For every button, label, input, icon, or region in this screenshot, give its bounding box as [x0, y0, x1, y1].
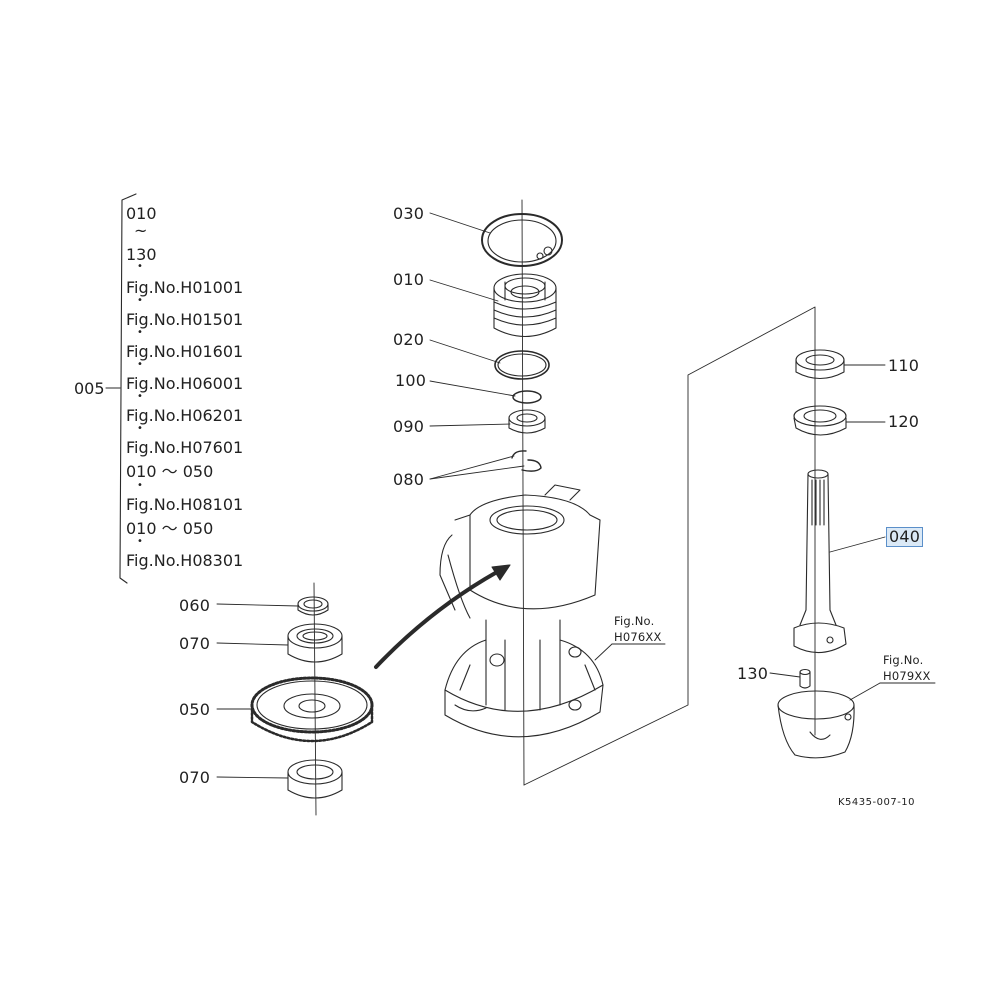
drawing-code: K5435-007-10	[838, 797, 916, 808]
callout-070-upper[interactable]: 070	[179, 634, 211, 653]
callout-050[interactable]: 050	[179, 700, 211, 719]
fig-ref-housing-line2[interactable]: H076XX	[614, 630, 662, 644]
part-050-gear[interactable]	[250, 676, 374, 743]
part-070-bearing-upper[interactable]	[287, 623, 343, 663]
fig-ref-cup-line1[interactable]: Fig.No.	[883, 653, 924, 667]
group-line[interactable]: Fig.No.H06201	[126, 406, 244, 425]
part-130-pin[interactable]	[799, 668, 811, 689]
housing-assembly	[439, 484, 604, 738]
group-line: 010 ～ 050	[126, 519, 214, 538]
callout-130[interactable]: 130	[737, 664, 769, 683]
callout-120[interactable]: 120	[888, 412, 920, 431]
cup-housing	[777, 690, 855, 759]
part-070-bearing-lower[interactable]	[287, 759, 343, 799]
bullet-dot: •	[137, 423, 143, 434]
group-line[interactable]: Fig.No.H01601	[126, 342, 244, 361]
bullet-dot: •	[137, 261, 143, 272]
explode-guide-line	[523, 306, 816, 786]
part-040-shaft[interactable]	[793, 469, 847, 654]
group-line: 010	[126, 204, 157, 223]
part-020-o-ring[interactable]	[494, 350, 550, 380]
callout-010[interactable]: 010	[393, 270, 425, 289]
callout-090[interactable]: 090	[393, 417, 425, 436]
part-080-half-collars[interactable]	[511, 450, 542, 472]
group-bracket	[105, 193, 137, 584]
callout-060[interactable]: 060	[179, 596, 211, 615]
group-line[interactable]: Fig.No.H08101	[126, 495, 244, 514]
bullet-dot: •	[137, 327, 143, 338]
group-line[interactable]: Fig.No.H01001	[126, 278, 244, 297]
group-line[interactable]: Fig.No.H01501	[126, 310, 244, 329]
assembly-arrow	[374, 564, 511, 669]
callout-100[interactable]: 100	[395, 371, 427, 390]
part-010-bearing-unit[interactable]	[493, 273, 557, 337]
group-line[interactable]: Fig.No.H08301	[126, 551, 244, 570]
fig-ref-cup-line2[interactable]: H079XX	[883, 669, 931, 683]
bullet-dot: •	[137, 359, 143, 370]
callout-080[interactable]: 080	[393, 470, 425, 489]
callout-030[interactable]: 030	[393, 204, 425, 223]
bullet-dot: •	[137, 480, 143, 491]
center-axis-line	[521, 199, 525, 786]
group-line: 010 ～ 050	[126, 462, 214, 481]
callout-110[interactable]: 110	[888, 356, 920, 375]
group-line[interactable]: Fig.No.H06001	[126, 374, 244, 393]
callout-070-lower[interactable]: 070	[179, 768, 211, 787]
part-030-snap-ring[interactable]	[481, 213, 563, 267]
callout-040-selected[interactable]: 040	[885, 527, 924, 547]
part-120-seal[interactable]	[793, 405, 847, 436]
bullet-dot: •	[137, 295, 143, 306]
part-100-circlip[interactable]	[512, 390, 542, 404]
callout-020[interactable]: 020	[393, 330, 425, 349]
part-060-spacer[interactable]	[297, 596, 329, 616]
group-label: 005	[74, 379, 105, 398]
group-line: 130	[126, 245, 157, 264]
bullet-dot: •	[137, 391, 143, 402]
gear-axis-line	[313, 582, 317, 816]
leader-lines	[216, 212, 936, 779]
part-090-collar[interactable]	[508, 409, 546, 434]
bullet-dot: •	[137, 536, 143, 547]
group-line: ~	[134, 221, 148, 240]
fig-ref-housing-line1[interactable]: Fig.No.	[614, 614, 655, 628]
part-110-bearing[interactable]	[795, 349, 845, 380]
group-line[interactable]: Fig.No.H07601	[126, 438, 244, 457]
